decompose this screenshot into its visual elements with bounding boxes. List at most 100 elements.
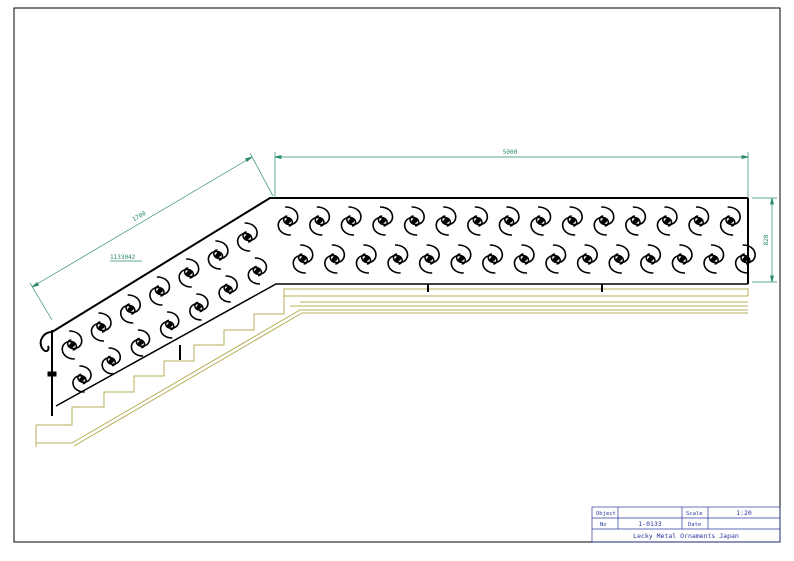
scroll-leaf: [285, 219, 290, 224]
scroll-leaf: [300, 257, 305, 262]
scroll-unit: [324, 244, 346, 274]
scroll-curl: [593, 216, 610, 236]
scroll-unit: [218, 275, 238, 303]
no-value: 1-0133: [638, 520, 662, 528]
scroll-unit: [236, 222, 258, 252]
scroll-leaf: [225, 287, 230, 292]
scroll-unit: [608, 244, 630, 274]
scroll-leaf: [244, 235, 249, 240]
scroll-leaf: [394, 257, 400, 262]
sheet-border: [13, 7, 781, 543]
scroll-unit: [688, 206, 710, 236]
scale-label: Scale: [686, 511, 703, 517]
scroll-curl: [277, 216, 294, 236]
scroll-leaf: [727, 219, 732, 224]
scroll-unit: [545, 244, 567, 274]
scroll-unit: [120, 294, 141, 324]
scroll-curl: [576, 254, 593, 274]
scroll-leaf: [569, 219, 574, 224]
scroll-unit: [467, 206, 489, 236]
scroll-leaf: [166, 323, 172, 328]
scroll-leaf: [79, 377, 84, 382]
dim-arrow: [244, 156, 253, 163]
scroll-leaf: [108, 359, 113, 364]
floor-slab: [35, 425, 72, 447]
scroll-curl: [189, 302, 204, 321]
scroll-unit: [309, 206, 331, 236]
scroll-curl: [625, 216, 641, 236]
scroll-unit: [387, 244, 409, 274]
scroll-curl: [340, 216, 357, 236]
scroll-leaf: [616, 257, 621, 262]
scroll-unit: [450, 244, 472, 274]
scroll-leaf: [537, 219, 543, 224]
scroll-curl: [608, 254, 625, 274]
scroll-curl: [355, 254, 372, 274]
scroll-leaf: [506, 219, 511, 224]
scroll-curl: [703, 254, 719, 274]
scroll-leaf: [156, 289, 162, 294]
scroll-unit: [671, 244, 693, 274]
scroll-leaf: [489, 257, 495, 262]
handrail-bottom: [55, 283, 748, 407]
company-name: Lecky Metal Ornaments Japan: [633, 532, 739, 540]
scroll-curl: [372, 216, 388, 236]
dim-arrow: [31, 281, 40, 288]
scroll-curl: [324, 254, 340, 274]
scroll-unit: [178, 258, 200, 288]
scroll-curl: [218, 284, 233, 303]
scroll-unit: [207, 240, 229, 270]
scroll-curl: [403, 216, 420, 236]
dim-sloped-note: 1133042: [110, 254, 136, 261]
scroll-leaf: [664, 219, 669, 224]
scroll-leaf: [521, 257, 526, 262]
scroll-curl: [72, 374, 87, 393]
scroll-unit: [101, 347, 121, 375]
scroll-leaf: [458, 257, 463, 262]
scroll-unit: [355, 244, 377, 274]
dim-sloped-ext-high: [249, 152, 274, 197]
scroll-unit: [435, 206, 457, 236]
scroll-unit: [498, 206, 520, 236]
scroll-unit: [277, 206, 299, 236]
scroll-unit: [561, 206, 583, 236]
scroll-leaf: [426, 257, 431, 262]
dim-horizontal-label: 5000: [503, 149, 518, 156]
scroll-curl: [734, 254, 751, 274]
scroll-leaf: [647, 257, 653, 262]
scroll-curl: [719, 216, 736, 236]
scroll-curl: [207, 250, 224, 270]
scroll-curl: [130, 338, 146, 357]
dimension-lines: [29, 152, 777, 321]
dim-sloped-ext-low: [29, 282, 53, 321]
scroll-unit: [247, 257, 268, 285]
scroll-leaf: [69, 343, 74, 348]
scroll-curl: [309, 216, 325, 236]
scroll-curl: [61, 340, 78, 360]
scroll-ornaments: [61, 206, 756, 393]
scroll-leaf: [98, 325, 103, 330]
scroll-leaf: [584, 257, 589, 262]
handrail-top: [51, 197, 748, 333]
scroll-unit: [340, 206, 362, 236]
scroll-unit: [513, 244, 535, 274]
scroll-leaf: [363, 257, 368, 262]
dim-arrow: [770, 275, 774, 283]
scroll-unit: [640, 244, 662, 274]
scroll-curl: [467, 216, 483, 236]
stair-stringer-lower: [73, 312, 748, 447]
scroll-curl: [545, 254, 561, 274]
scroll-unit: [90, 312, 112, 342]
scroll-unit: [734, 244, 756, 274]
scroll-unit: [130, 329, 151, 357]
scroll-unit: [372, 206, 394, 236]
scroll-curl: [482, 254, 498, 274]
scroll-leaf: [331, 257, 337, 262]
object-label: Object: [596, 511, 616, 517]
scale-value: 1:20: [736, 509, 752, 517]
scroll-unit: [625, 206, 647, 236]
scroll-leaf: [679, 257, 684, 262]
scroll-curl: [671, 254, 688, 274]
scroll-leaf: [316, 219, 322, 224]
landing-slab: [283, 288, 749, 297]
